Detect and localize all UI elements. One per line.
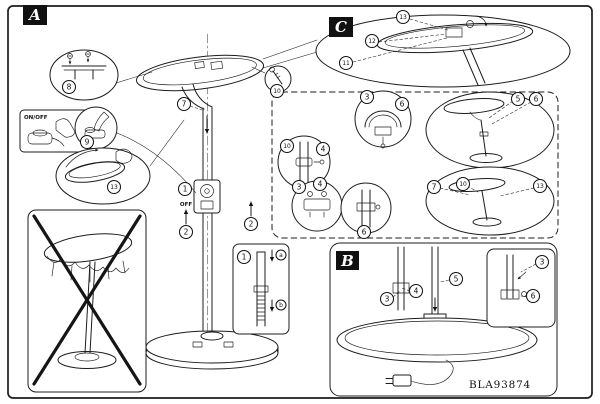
callout-10: 10 [455, 176, 471, 192]
callout-3: 3 [291, 179, 307, 195]
svg-text:6: 6 [534, 95, 539, 104]
section-a-tag [23, 5, 47, 25]
section-c: C [315, 14, 571, 88]
lamp-arm [181, 86, 205, 110]
b-lamp-head [336, 313, 538, 363]
svg-text:4: 4 [318, 180, 323, 189]
pole-clamp-detail-4 [340, 182, 392, 234]
model-number: BLA93874 [469, 379, 531, 391]
callout-2: 2 [178, 224, 194, 240]
callout-3: 3 [379, 291, 395, 307]
svg-text:5: 5 [454, 275, 459, 284]
main-lamp: OFF [135, 33, 279, 370]
assembled-view-1 [425, 91, 555, 169]
svg-text:b: b [279, 302, 283, 309]
svg-text:2: 2 [249, 220, 254, 229]
screw-icon [307, 191, 313, 197]
svg-text:7: 7 [182, 100, 187, 109]
svg-text:9: 9 [85, 138, 90, 147]
callout-6: 6 [394, 96, 410, 112]
tube-adjust-detail [232, 243, 290, 335]
svg-text:12: 12 [368, 38, 376, 45]
callout-5: 5 [448, 271, 464, 287]
power-cord [410, 359, 454, 385]
callout-11: 11 [338, 55, 354, 71]
no-cover-warning [27, 209, 147, 393]
head-tilt-detail [55, 147, 151, 205]
svg-text:4: 4 [321, 145, 326, 154]
callout-6: 6 [528, 91, 544, 107]
svg-text:10: 10 [283, 143, 291, 150]
callout-5: 5 [510, 91, 526, 107]
svg-text:13: 13 [536, 183, 544, 190]
dimmer-box [193, 179, 221, 214]
svg-text:7: 7 [432, 183, 437, 192]
callout-2: 2 [243, 216, 259, 232]
callout-10: 10 [279, 138, 295, 154]
callout-3: 3 [359, 89, 375, 105]
assembled-view-2 [425, 166, 555, 236]
section-a-letter: A [27, 6, 41, 24]
callout-6: 6 [356, 224, 372, 240]
callout-1-tube: 1 [236, 249, 252, 265]
svg-text:4: 4 [414, 287, 419, 296]
lamp-head [135, 54, 265, 92]
callout-7: 7 [176, 96, 192, 112]
svg-text:3: 3 [365, 93, 370, 102]
svg-text:6: 6 [362, 228, 367, 237]
svg-text:6: 6 [400, 100, 405, 109]
callout-b: b [275, 299, 287, 311]
callout-4: 4 [408, 283, 424, 299]
screw-icon [321, 191, 327, 197]
callout-3: 3 [534, 254, 550, 270]
callout-7: 7 [426, 179, 442, 195]
svg-text:11: 11 [342, 60, 350, 67]
callout-6: 6 [525, 288, 541, 304]
rotate-arrow-icon [65, 148, 99, 168]
callout-13: 13 [395, 9, 411, 25]
knob-icon [466, 20, 474, 28]
svg-text:a: a [279, 252, 283, 259]
svg-text:6: 6 [531, 292, 536, 301]
callout-1-dimmer: 1 [177, 181, 193, 197]
svg-text:1: 1 [242, 253, 247, 262]
callout-13: 13 [106, 179, 122, 195]
screw-icon [67, 53, 73, 59]
section-b-tag [336, 251, 359, 270]
rotate-arrow-icon [475, 15, 488, 27]
hand-icon [115, 148, 133, 164]
section-b-letter: B [340, 252, 354, 270]
callout-a: a [275, 249, 287, 261]
section-c-tag [329, 17, 353, 37]
callout-12: 12 [364, 33, 380, 49]
svg-text:13: 13 [110, 184, 118, 191]
svg-text:2: 2 [184, 228, 189, 237]
b-inset-detail [486, 248, 556, 328]
svg-text:5: 5 [516, 95, 521, 104]
footswitch-detail [19, 106, 118, 153]
finger-icon [93, 111, 110, 132]
svg-text:1: 1 [183, 185, 188, 194]
on-off-label: ON/OFF [24, 115, 48, 121]
callout-8: 8 [61, 79, 77, 95]
callout-10: 10 [269, 83, 285, 99]
section-c-letter: C [335, 18, 347, 36]
svg-text:13: 13 [399, 14, 407, 21]
callout-4: 4 [312, 176, 328, 192]
screw-icon [85, 51, 91, 57]
svg-text:3: 3 [540, 258, 545, 267]
svg-text:3: 3 [385, 295, 390, 304]
foot-switch [27, 132, 53, 145]
svg-text:8: 8 [67, 83, 72, 92]
callout-13: 13 [532, 178, 548, 194]
callout-4: 4 [315, 141, 331, 157]
callout-9: 9 [79, 134, 95, 150]
section-b: B BLA93874 [329, 242, 558, 397]
svg-text:10: 10 [459, 181, 467, 188]
off-label: OFF [180, 202, 192, 208]
power-plug-icon [385, 374, 412, 387]
mount-bracket-detail [49, 49, 119, 101]
svg-text:3: 3 [297, 183, 302, 192]
svg-text:10: 10 [273, 88, 281, 95]
